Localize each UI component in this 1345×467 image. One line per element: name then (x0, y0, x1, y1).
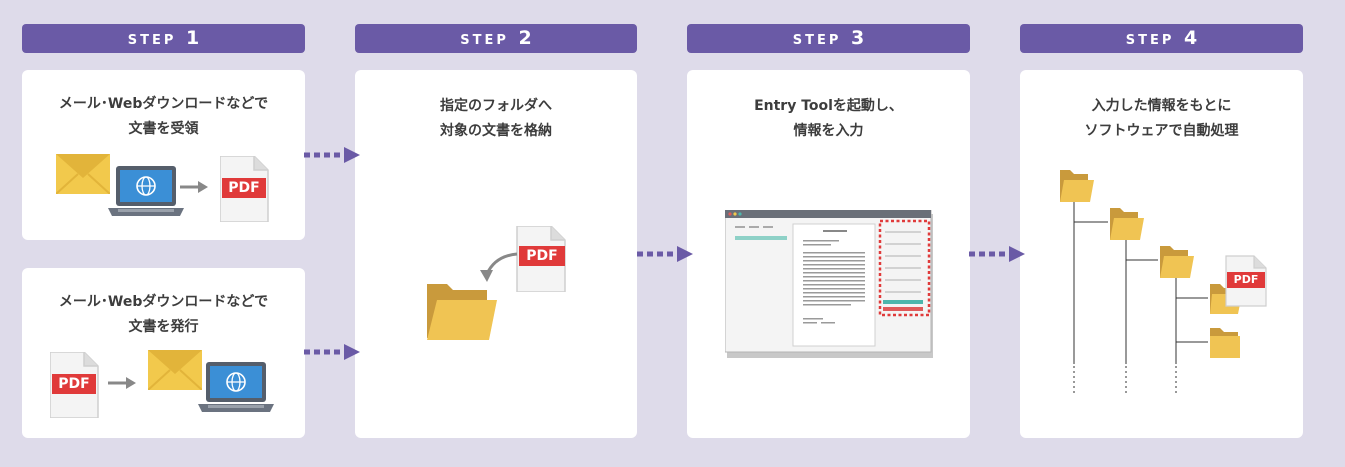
folder-icon (427, 284, 497, 340)
step-label: STEP (792, 33, 842, 48)
step-3-description: Entry Toolを起動し、 情報を入力 (687, 94, 970, 144)
step-1-issue-card: メール･Webダウンロードなどで 文書を発行 PDF (22, 268, 305, 438)
folder-level-2-icon (1110, 208, 1144, 240)
issue-description: メール･Webダウンロードなどで 文書を発行 (22, 290, 305, 340)
pdf-file-icon (516, 226, 566, 292)
folder-level-4b-icon (1210, 328, 1240, 358)
step-3-header: STEP 3 (687, 24, 970, 53)
description-line: 文書を受領 (128, 121, 199, 137)
step-number: 1 (185, 27, 200, 49)
flow-arrow-icon (304, 147, 360, 163)
folder-level-1-icon (1060, 170, 1094, 202)
pdf-label: PDF (526, 248, 558, 264)
flow-arrow-icon (304, 344, 360, 360)
description-line: 情報を入力 (793, 123, 864, 139)
laptop-icon (198, 362, 274, 412)
step-4-description: 入力した情報をもとに ソフトウェアで自動処理 (1020, 94, 1303, 144)
step-2-description: 指定のフォルダへ 対象の文書を格納 (355, 94, 637, 144)
step-1-header: STEP 1 (22, 24, 305, 53)
step-1-receive-card: メール･Webダウンロードなどで 文書を受領 PDF (22, 70, 305, 240)
folder-level-3-icon (1160, 246, 1194, 278)
step-2-header: STEP 2 (355, 24, 637, 53)
step-label: STEP (127, 33, 177, 48)
description-line: 対象の文書を格納 (440, 123, 552, 139)
step-number: 2 (518, 27, 532, 49)
arrow-right-icon (180, 181, 208, 193)
envelope-icon (148, 350, 202, 390)
envelope-icon (56, 154, 110, 194)
description-line: メール･Webダウンロードなどで (58, 96, 269, 112)
arrow-right-icon (108, 377, 136, 389)
flow-arrow-icon (969, 246, 1025, 262)
pdf-label: PDF (58, 376, 90, 392)
description-line: Entry Toolを起動し、 (754, 98, 903, 114)
pdf-file-icon (220, 156, 269, 222)
pdf-label: PDF (228, 180, 260, 196)
laptop-icon (108, 166, 184, 216)
description-line: 入力した情報をもとに (1091, 98, 1232, 114)
receive-description: メール･Webダウンロードなどで 文書を受領 (22, 92, 305, 142)
step-number: 4 (1183, 27, 1198, 49)
curved-arrow-icon (480, 252, 518, 282)
description-line: 文書を発行 (128, 319, 199, 335)
step-number: 3 (850, 27, 865, 49)
step-4-header: STEP 4 (1020, 24, 1303, 53)
step-3-card: Entry Toolを起動し、 情報を入力 (687, 70, 970, 438)
pdf-file-icon (50, 352, 99, 418)
description-line: ソフトウェアで自動処理 (1084, 123, 1239, 139)
description-line: メール･Webダウンロードなどで (58, 294, 269, 310)
step-label: STEP (460, 33, 509, 48)
step-2-card: 指定のフォルダへ 対象の文書を格納 PDF (355, 70, 637, 438)
flow-arrow-icon (637, 246, 693, 262)
description-line: 指定のフォルダへ (440, 98, 552, 114)
step-label: STEP (1125, 33, 1175, 48)
entry-tool-window-icon (725, 210, 933, 358)
folder-tree-diagram (1060, 170, 1267, 396)
pdf-file-icon (1225, 255, 1267, 307)
pdf-label: PDF (1233, 273, 1259, 286)
step-4-card: 入力した情報をもとに ソフトウェアで自動処理 (1020, 70, 1303, 438)
